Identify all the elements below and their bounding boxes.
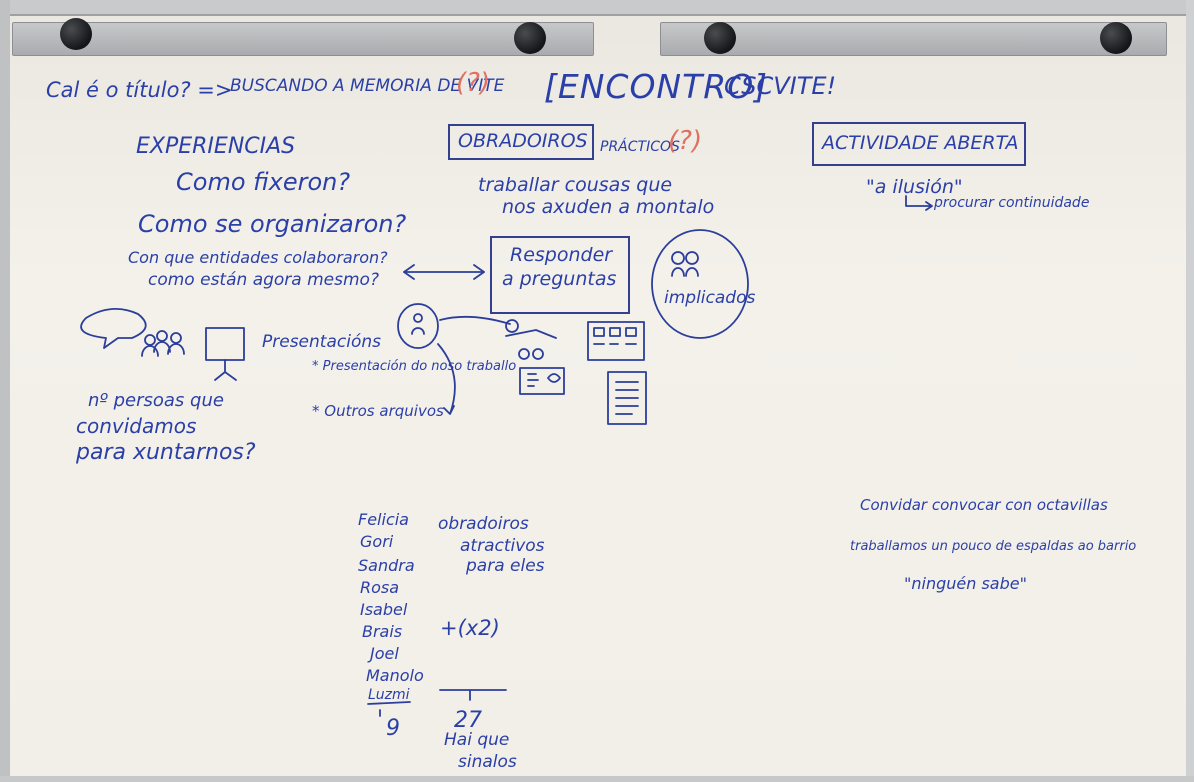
multiplier: +(x2)	[440, 616, 500, 640]
name-item: Sandra	[358, 556, 415, 575]
magnet	[514, 22, 546, 54]
actividade-quote: "a ilusión"	[866, 176, 963, 198]
note-line: traballamos un pouco de espaldas ao barr…	[850, 539, 1137, 554]
name-item: Gori	[360, 532, 394, 551]
experiencias-heading: EXPERIENCIAS	[136, 134, 296, 159]
total-27: 27	[454, 708, 482, 733]
name-item: Manolo	[366, 666, 424, 685]
board-frame-left	[0, 0, 10, 782]
double-arrow-icon	[403, 264, 485, 280]
responder-box: Responder a preguntas	[490, 236, 630, 314]
marker-rail-right	[660, 22, 1167, 56]
name-item: Isabel	[360, 600, 408, 619]
persoas-line: convidamos	[76, 414, 197, 438]
board-frame-bottom	[0, 776, 1194, 782]
obradoiros-suffix: PRÁCTICOS	[600, 139, 680, 155]
working-title: BUSCANDO A MEMORIA DE VITE	[230, 76, 505, 96]
person-circle-icon	[397, 303, 511, 415]
name-item: Brais	[362, 622, 403, 641]
persoas-line: nº persoas que	[88, 390, 224, 411]
persoas-line: para xuntarnos?	[76, 440, 256, 465]
encontro-label: [ENCONTRO]	[544, 67, 769, 106]
actividade-note: procurar continuidade	[934, 195, 1090, 211]
board-frame-right	[1186, 0, 1194, 782]
name-item: Felicia	[358, 510, 409, 529]
obradoiros-question-mark: (?)	[668, 126, 703, 156]
obradoiros-atractivos-line: atractivos	[460, 536, 545, 556]
presentacions-label: Presentacións	[262, 332, 381, 352]
footer-line: Hai que	[444, 730, 510, 750]
obradoiros-heading: OBRADOIROS	[458, 130, 588, 152]
magnet	[704, 22, 736, 54]
document-icon	[607, 371, 647, 425]
board-frame-top	[0, 0, 1194, 16]
presentacions-bullet: * Presentación do noso traballo	[312, 359, 517, 374]
title-question-mark: (?)	[456, 68, 491, 98]
experiencias-line: Con que entidades colaboraron?	[128, 248, 388, 267]
obradoiros-line: traballar cousas que	[478, 174, 673, 196]
presentacions-bullet: * Outros arquivos	[312, 402, 444, 420]
experiencias-line: Como se organizaron?	[138, 210, 407, 238]
easel-icon	[205, 327, 245, 381]
magnet	[60, 18, 92, 50]
marker-rail-left	[12, 22, 594, 56]
implicados-circle-icon	[651, 229, 749, 339]
experiencias-line: como están agora mesmo?	[148, 270, 379, 290]
actividade-box: ACTIVIDADE ABERTA	[812, 122, 1026, 166]
experiencias-line: Como fixeron?	[176, 168, 351, 196]
responder-line: Responder	[510, 244, 613, 266]
obradoiros-atractivos-line: obradoiros	[438, 514, 529, 534]
name-item: Joel	[370, 644, 399, 663]
responder-line: a preguntas	[502, 268, 617, 290]
implicados-label: implicados	[664, 288, 756, 308]
footer-line: sinalos	[458, 752, 517, 772]
obradoiros-atractivos-line: para eles	[466, 556, 545, 576]
obradoiros-line: nos axuden a montalo	[502, 196, 715, 218]
screens-icon	[587, 321, 645, 361]
name-item: Rosa	[360, 578, 400, 597]
names-total: 9	[386, 716, 400, 741]
note-line: "ninguén sabe"	[904, 574, 1027, 593]
note-line: Convidar convocar con octavillas	[860, 496, 1108, 514]
actividade-heading: ACTIVIDADE ABERTA	[822, 132, 1019, 154]
obradoiros-box: OBRADOIROS	[448, 124, 594, 160]
speech-bubble-icon	[80, 308, 147, 349]
csvite-label: CSCVITE!	[724, 72, 837, 100]
name-item: Luzmi	[368, 687, 410, 703]
title-question: Cal é o título? =>	[46, 78, 233, 102]
people-group-icon	[141, 330, 185, 357]
workshop-sketch-icon	[505, 319, 565, 395]
magnet	[1100, 22, 1132, 54]
